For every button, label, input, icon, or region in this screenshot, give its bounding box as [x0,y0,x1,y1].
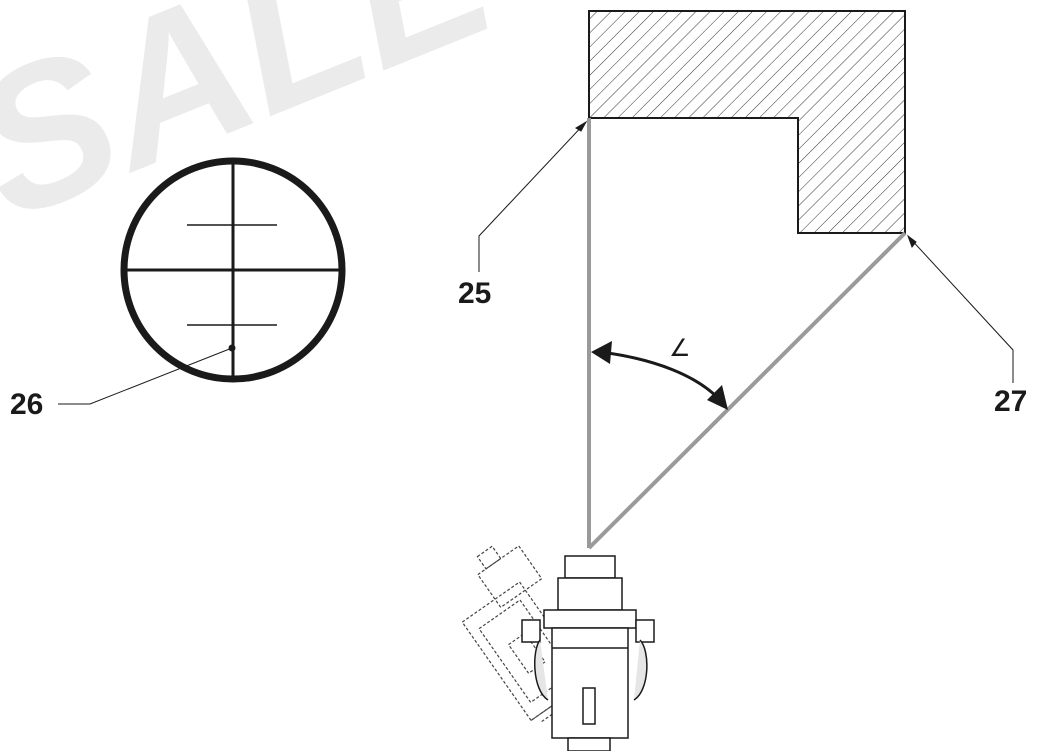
callout-27: 27 [994,385,1028,418]
sight-line-diagonal [587,231,907,550]
sight-lines [587,118,907,550]
angle-symbol: ∠ [669,334,691,362]
callout-26: 26 [10,388,44,421]
leader-27 [907,235,1014,383]
watermark-text: SALE [0,0,525,262]
wall-block [588,10,906,234]
laser-level-device-icon [521,555,655,751]
double-headed-angle-arrow-icon [591,341,728,410]
callout-25: 25 [458,277,492,310]
leader-25 [478,121,587,272]
reticle-center-dot [228,344,236,352]
crosshair-reticle-icon [120,157,346,383]
